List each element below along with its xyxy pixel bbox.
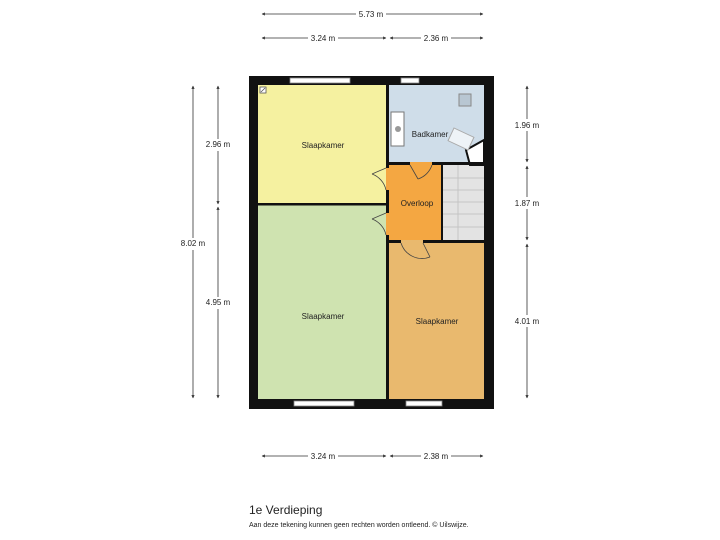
- door-gap-bedroom-2: [386, 213, 389, 235]
- room-label-bedroom-3: Slaapkamer: [416, 317, 459, 326]
- dim-label-left-total: 8.02 m: [181, 239, 206, 248]
- bedroom-3-area: [389, 243, 484, 399]
- stairs-area: [443, 165, 484, 241]
- walls: [249, 76, 494, 409]
- room-label-bathroom: Badkamer: [412, 130, 449, 139]
- corner-marker: [259, 86, 267, 94]
- shower-drain-icon: [458, 93, 472, 107]
- outer-wall-bottom: [249, 399, 494, 409]
- stair-treads: [443, 165, 484, 241]
- room-label-landing: Overloop: [401, 199, 434, 208]
- dim-label-right-lower: 4.01 m: [515, 317, 540, 326]
- interior-wall-bedrooms: [258, 203, 386, 206]
- window-bedroom-1: [289, 77, 351, 84]
- window-bedroom-2: [293, 400, 355, 407]
- room-labels: Slaapkamer Slaapkamer Slaapkamer Badkame…: [302, 130, 459, 326]
- dimension-labels: 5.73 m 3.24 m 2.36 m 8.02 m 2.96 m 4.95 …: [178, 8, 542, 462]
- bathroom-fixtures: [390, 93, 475, 151]
- outer-wall-right: [484, 76, 494, 409]
- tap-icon: [395, 126, 401, 132]
- dim-label-left-lower: 4.95 m: [206, 298, 231, 307]
- room-label-bedroom-1: Slaapkamer: [302, 141, 345, 150]
- interior-wall-vertical: [386, 85, 389, 399]
- doors: [371, 162, 433, 259]
- dim-label-top-right: 2.36 m: [424, 34, 449, 43]
- interior-wall-landing: [389, 240, 484, 243]
- dim-label-top-total: 5.73 m: [359, 10, 384, 19]
- door-swing-bedroom-1: [371, 167, 387, 191]
- landing-area: [389, 165, 441, 241]
- dim-label-bottom-left: 3.24 m: [311, 452, 336, 461]
- dim-label-bottom-right: 2.38 m: [424, 452, 449, 461]
- door-swing-bathroom: [409, 164, 433, 180]
- bedroom-1-area: [258, 85, 386, 203]
- window-bathroom: [400, 77, 420, 84]
- shower-screen-icon: [447, 127, 475, 151]
- windows: [289, 77, 443, 407]
- dim-label-left-upper: 2.96 m: [206, 140, 231, 149]
- outer-wall-top: [249, 76, 494, 85]
- plan-title: 1e Verdieping: [249, 503, 323, 517]
- plan-disclaimer: Aan deze tekening kunnen geen rechten wo…: [249, 522, 469, 529]
- door-gap-bedroom-1: [386, 168, 389, 190]
- dim-label-top-left: 3.24 m: [311, 34, 336, 43]
- door-gap-bathroom: [410, 162, 432, 165]
- dim-label-right-upper: 1.96 m: [515, 121, 540, 130]
- interior-wall-bathroom: [389, 162, 484, 165]
- dim-label-right-middle: 1.87 m: [515, 199, 540, 208]
- door-swing-bedroom-3: [400, 242, 431, 259]
- door-swing-bedroom-2: [371, 212, 387, 236]
- window-bedroom-3: [405, 400, 443, 407]
- bedroom-2-area: [258, 205, 386, 399]
- room-label-bedroom-2: Slaapkamer: [302, 312, 345, 321]
- door-gap-bedroom-3: [401, 240, 423, 243]
- interior-wall-stairs: [441, 165, 443, 241]
- outer-wall-left: [249, 76, 258, 409]
